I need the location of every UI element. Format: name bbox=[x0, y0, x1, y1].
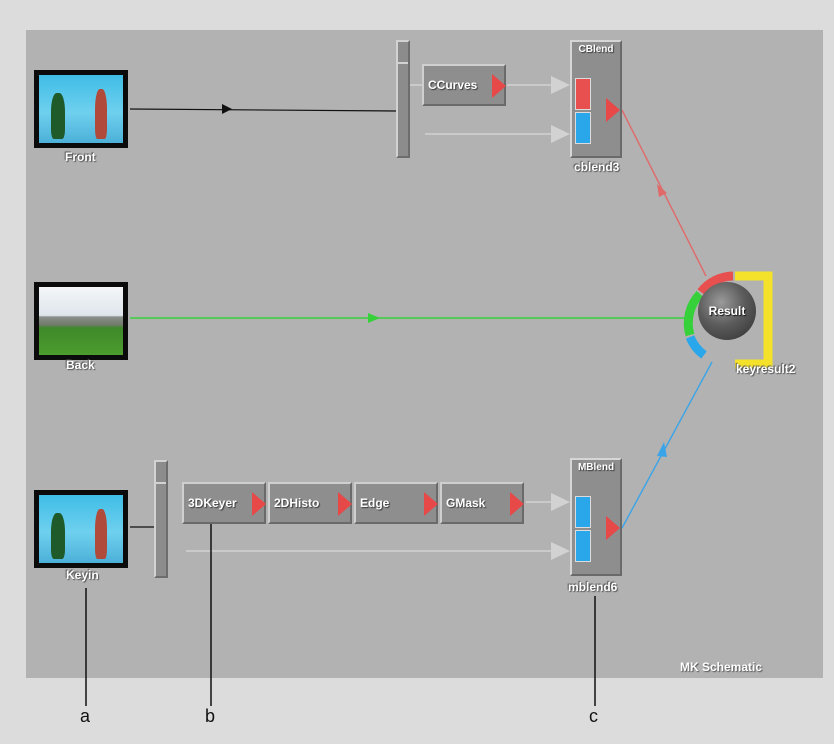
keyin-clip-node[interactable] bbox=[34, 490, 128, 568]
mblend-node[interactable]: MBlend bbox=[570, 458, 622, 576]
ccurves-label: CCurves bbox=[428, 78, 478, 92]
result-button[interactable]: Result bbox=[698, 282, 756, 340]
ccurves-output-arrow bbox=[492, 74, 506, 98]
mblend-title: MBlend bbox=[577, 462, 615, 473]
result-ring-green bbox=[683, 290, 704, 337]
keyin-label: Keyin bbox=[66, 568, 99, 582]
back-clip-node[interactable] bbox=[34, 282, 128, 360]
histo-output-arrow bbox=[338, 492, 352, 516]
result-ring-red bbox=[697, 271, 734, 295]
result-ring-blue bbox=[685, 335, 707, 359]
callout-a: a bbox=[80, 706, 91, 726]
front-thumbnail bbox=[39, 75, 123, 143]
keyer-label: 3DKeyer bbox=[188, 496, 237, 510]
mblend-label: mblend6 bbox=[568, 580, 618, 594]
cblend-label: cblend3 bbox=[574, 160, 620, 174]
result-ring-yellow bbox=[735, 271, 773, 369]
wire-arrow-front bbox=[222, 104, 232, 114]
keyer-node[interactable]: 3DKeyer bbox=[182, 482, 266, 524]
result-node[interactable]: Result bbox=[686, 270, 768, 366]
schematic-watermark: MK Schematic bbox=[680, 660, 763, 674]
back-thumbnail bbox=[39, 287, 123, 355]
edge-node[interactable]: Edge bbox=[354, 482, 438, 524]
keyin-split-bar[interactable] bbox=[154, 460, 168, 578]
front-label: Front bbox=[65, 150, 96, 164]
mblend-input-port-b[interactable] bbox=[575, 530, 591, 562]
thumbnail-figure-left bbox=[51, 93, 65, 139]
cblend-input-port-a[interactable] bbox=[575, 78, 591, 110]
wire-arrowhead-cblend-a bbox=[551, 76, 570, 94]
wire-arrow-blue bbox=[657, 442, 667, 457]
cblend-output-arrow bbox=[606, 98, 620, 122]
back-label: Back bbox=[66, 358, 95, 372]
wire-arrow-red bbox=[657, 184, 667, 197]
wire-arrowhead-mblend-b bbox=[551, 542, 570, 560]
cblend-input-port-b[interactable] bbox=[575, 112, 591, 144]
cblend-title: CBlend bbox=[578, 44, 614, 55]
keyer-output-arrow bbox=[252, 492, 266, 516]
mblend-output-arrow bbox=[606, 516, 620, 540]
thumbnail-figure-right bbox=[95, 89, 107, 139]
front-clip-node[interactable] bbox=[34, 70, 128, 148]
histo-label: 2DHisto bbox=[274, 496, 320, 510]
ccurves-node[interactable]: CCurves bbox=[422, 64, 506, 106]
gmask-node[interactable]: GMask bbox=[440, 482, 524, 524]
gmask-label: GMask bbox=[446, 496, 486, 510]
callout-c: c bbox=[589, 706, 598, 726]
wire-arrow-green bbox=[368, 313, 380, 323]
edge-output-arrow bbox=[424, 492, 438, 516]
result-name-label: keyresult2 bbox=[736, 362, 796, 376]
edge-label: Edge bbox=[360, 496, 390, 510]
wire-front-to-split bbox=[129, 108, 397, 112]
wire-arrowhead-mblend-a bbox=[551, 493, 570, 511]
wire-mblend-to-result bbox=[621, 361, 713, 529]
cblend-node[interactable]: CBlend bbox=[570, 40, 622, 158]
mblend-input-port-a[interactable] bbox=[575, 496, 591, 528]
wire-arrowhead-cblend-b bbox=[551, 125, 570, 143]
front-split-bar[interactable] bbox=[396, 40, 410, 158]
histo-node[interactable]: 2DHisto bbox=[268, 482, 352, 524]
gmask-output-arrow bbox=[510, 492, 524, 516]
thumbnail-figure-left bbox=[51, 513, 65, 559]
callout-b: b bbox=[205, 706, 216, 726]
thumbnail-figure-right bbox=[95, 509, 107, 559]
keyin-thumbnail bbox=[39, 495, 123, 563]
